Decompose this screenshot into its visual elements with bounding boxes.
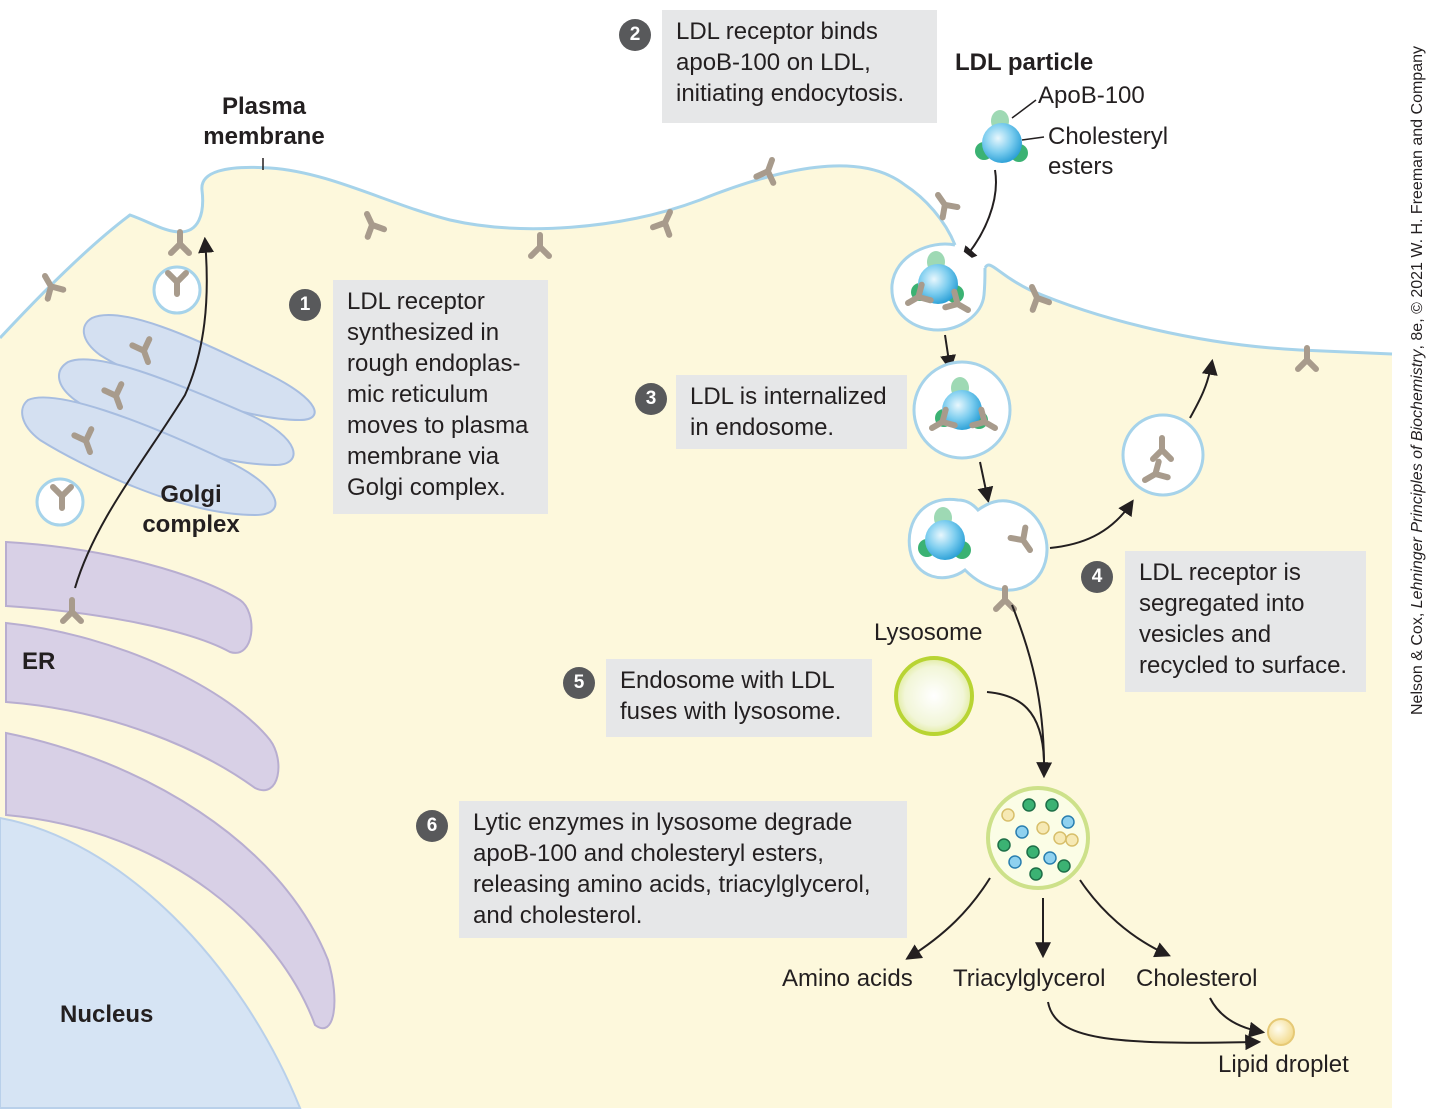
step-6-badge: 6 <box>416 810 448 842</box>
nucleus-label: Nucleus <box>60 1001 154 1028</box>
esters-leader-line <box>1021 136 1045 141</box>
arrow-er-to-membrane <box>74 236 215 589</box>
step-5-text: Endosome with LDL fuses with lysosome. <box>606 659 872 737</box>
credit-prefix: Nelson & Cox, <box>1409 608 1426 715</box>
lipid-droplet <box>1267 1018 1295 1046</box>
lysosome-label: Lysosome <box>874 619 983 646</box>
apob-leader-line <box>1011 99 1037 119</box>
ldl-particle-label: LDL particle <box>955 49 1094 76</box>
recycling-vesicle <box>1121 413 1205 497</box>
digesting-lysosome <box>986 786 1090 890</box>
step-2-badge: 2 <box>619 19 651 51</box>
sorting-endosome <box>907 497 1049 609</box>
credit-title: Lehninger Principles of Biochemistry <box>1409 349 1426 609</box>
plasma-membrane-label: Plasma membrane <box>203 93 325 150</box>
arrow-to-cholesterol <box>1079 879 1171 958</box>
ldl-particle <box>975 110 1028 163</box>
step-4-badge: 4 <box>1081 561 1113 593</box>
step-3-text: LDL is internalized in endosome. <box>676 375 907 449</box>
arrow-sorting-to-vesicle <box>1049 499 1134 549</box>
endosome <box>912 360 1012 460</box>
lysosome <box>894 656 974 736</box>
cholesterol-label: Cholesterol <box>1136 965 1258 992</box>
step-4-text: LDL receptor is segregated into vesicles… <box>1125 551 1366 692</box>
arrow-vesicle-to-membrane <box>1189 358 1218 419</box>
lipid-droplet-label: Lipid droplet <box>1218 1051 1349 1078</box>
arrow-to-amino-acids <box>905 877 991 960</box>
endoplasmic-reticulum <box>5 540 336 1030</box>
amino-acids-label: Amino acids <box>782 965 913 992</box>
nucleus <box>0 816 302 1109</box>
step-1-badge: 1 <box>289 289 321 321</box>
arrow-endosome-to-sorting <box>977 461 994 504</box>
arrow-lysosome-to-fusion <box>986 691 1045 761</box>
coated-pit <box>890 242 987 332</box>
step-1-text: LDL receptor synthesized in rough endopl… <box>333 280 548 514</box>
plasma-membrane <box>0 164 1393 356</box>
arrow-triacylglycerol-to-droplet <box>1047 1001 1262 1051</box>
step-3-badge: 3 <box>635 383 667 415</box>
credit-suffix: , 8e, © 2021 W. H. Freeman and Company <box>1409 45 1426 350</box>
arrow-cholesterol-to-droplet <box>1209 997 1266 1038</box>
triacylglycerol-label: Triacylglycerol <box>953 965 1106 992</box>
cholesteryl-esters-label: Cholesteryl esters <box>1048 123 1169 180</box>
step-6-text: Lytic enzymes in lysosome degrade apoB-1… <box>459 801 907 938</box>
step-2-text: LDL receptor binds apoB-100 on LDL, init… <box>662 10 937 123</box>
copyright-credit: Nelson & Cox, Lehninger Principles of Bi… <box>1409 46 1427 715</box>
golgi-label: Golgi complex <box>142 481 240 538</box>
arrow-to-membrane <box>960 169 997 263</box>
er-label: ER <box>22 648 56 675</box>
apob-label: ApoB-100 <box>1038 82 1145 109</box>
step-5-badge: 5 <box>563 667 595 699</box>
